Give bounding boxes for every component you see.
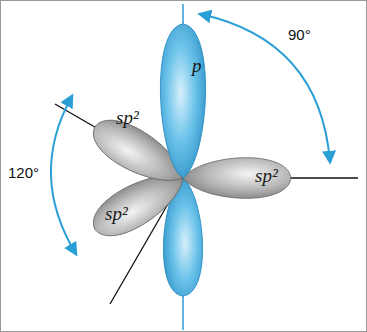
orbital-label: p [192,56,202,75]
angle-label: 90° [286,26,313,43]
orbital-label: sp² [116,108,139,127]
orbital-label: sp² [105,204,128,223]
angle-label: 120° [6,164,41,181]
orbital-label: sp² [255,166,278,185]
